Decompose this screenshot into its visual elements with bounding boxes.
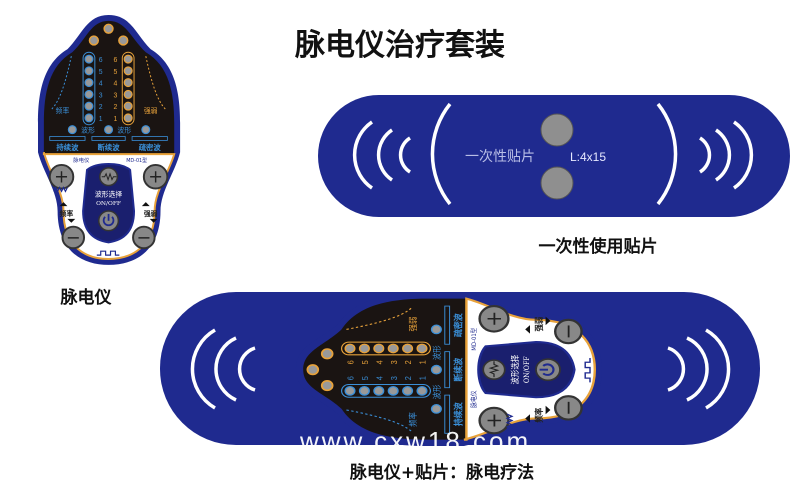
wave-arcs xyxy=(352,102,754,206)
intensity-levels: 6 5 4 3 2 1 xyxy=(113,57,117,123)
center-control-shield xyxy=(82,162,136,244)
electrode-top xyxy=(540,113,574,147)
select-label: 波形选择 xyxy=(95,189,123,198)
power-icon xyxy=(102,216,115,227)
frequency-levels: 6 5 4 3 2 1 xyxy=(99,57,103,123)
watermark: www.cxw18.com xyxy=(300,426,532,456)
brand-label: 脉电仪 xyxy=(73,156,90,164)
svg-text:2: 2 xyxy=(113,104,117,111)
svg-text:+: + xyxy=(54,168,69,188)
wave-arcs xyxy=(190,328,731,410)
display-panel xyxy=(43,20,175,155)
device-caption: 脉电仪 xyxy=(60,288,112,308)
svg-text:1: 1 xyxy=(99,116,103,123)
svg-text:1: 1 xyxy=(113,116,117,123)
arrow-icons xyxy=(59,202,158,223)
waveform-label: 波形 xyxy=(117,126,131,135)
frequency-plus-button[interactable]: + xyxy=(48,163,75,190)
frequency-label: 频率 xyxy=(56,106,70,115)
svg-text:3: 3 xyxy=(99,92,103,99)
svg-text:3: 3 xyxy=(113,92,117,99)
svg-text:−: − xyxy=(66,228,81,248)
combo-caption: 脉电仪+贴片：脉电疗法 xyxy=(349,463,535,483)
waveform-label: 波形 xyxy=(81,126,95,135)
wave-dense-sparse: 疏密波 xyxy=(139,143,162,152)
intensity-label: 强弱 xyxy=(144,209,158,218)
model-label: MD-01型 xyxy=(126,157,147,164)
intensity-minus-button[interactable]: − xyxy=(132,225,156,250)
svg-text:2: 2 xyxy=(99,104,103,111)
pad-size: L:4x15 xyxy=(570,150,606,164)
pad-label: 一次性贴片 xyxy=(465,149,535,165)
wave-continuous: 持续波 xyxy=(56,143,79,152)
intensity-plus-button[interactable]: + xyxy=(142,163,169,190)
wave-intermittent: 断续波 xyxy=(98,143,121,152)
svg-text:6: 6 xyxy=(113,57,117,64)
svg-text:5: 5 xyxy=(113,69,117,76)
pulse-wave-icon xyxy=(53,186,68,193)
device-on-pad xyxy=(160,291,760,448)
disposable-pad: 一次性贴片 L:4x15 xyxy=(318,95,790,217)
power-button[interactable] xyxy=(98,210,120,232)
pad-caption: 一次性使用贴片 xyxy=(538,237,658,257)
svg-text:4: 4 xyxy=(113,81,117,88)
electrode-bottom xyxy=(540,166,574,200)
square-wave-icon xyxy=(96,250,120,256)
page-title: 脉电仪治疗套装 xyxy=(295,28,505,63)
intensity-label: 强弱 xyxy=(144,107,158,115)
pulse-device: 6 5 4 3 2 1 6 5 4 3 2 1 频率 强弱 波形 波形 持续波 断续波 疏密波 xyxy=(38,15,181,265)
svg-text:+: + xyxy=(148,168,163,188)
svg-text:4: 4 xyxy=(99,81,103,88)
svg-text:6: 6 xyxy=(99,57,103,64)
svg-text:−: − xyxy=(136,228,151,248)
waveform-select-button[interactable] xyxy=(99,167,119,187)
frequency-minus-button[interactable]: − xyxy=(61,225,86,250)
wave-icon xyxy=(101,172,117,182)
frequency-label: 频率 xyxy=(60,209,74,218)
svg-text:5: 5 xyxy=(99,69,103,76)
power-label: ON/OFF xyxy=(96,201,121,207)
